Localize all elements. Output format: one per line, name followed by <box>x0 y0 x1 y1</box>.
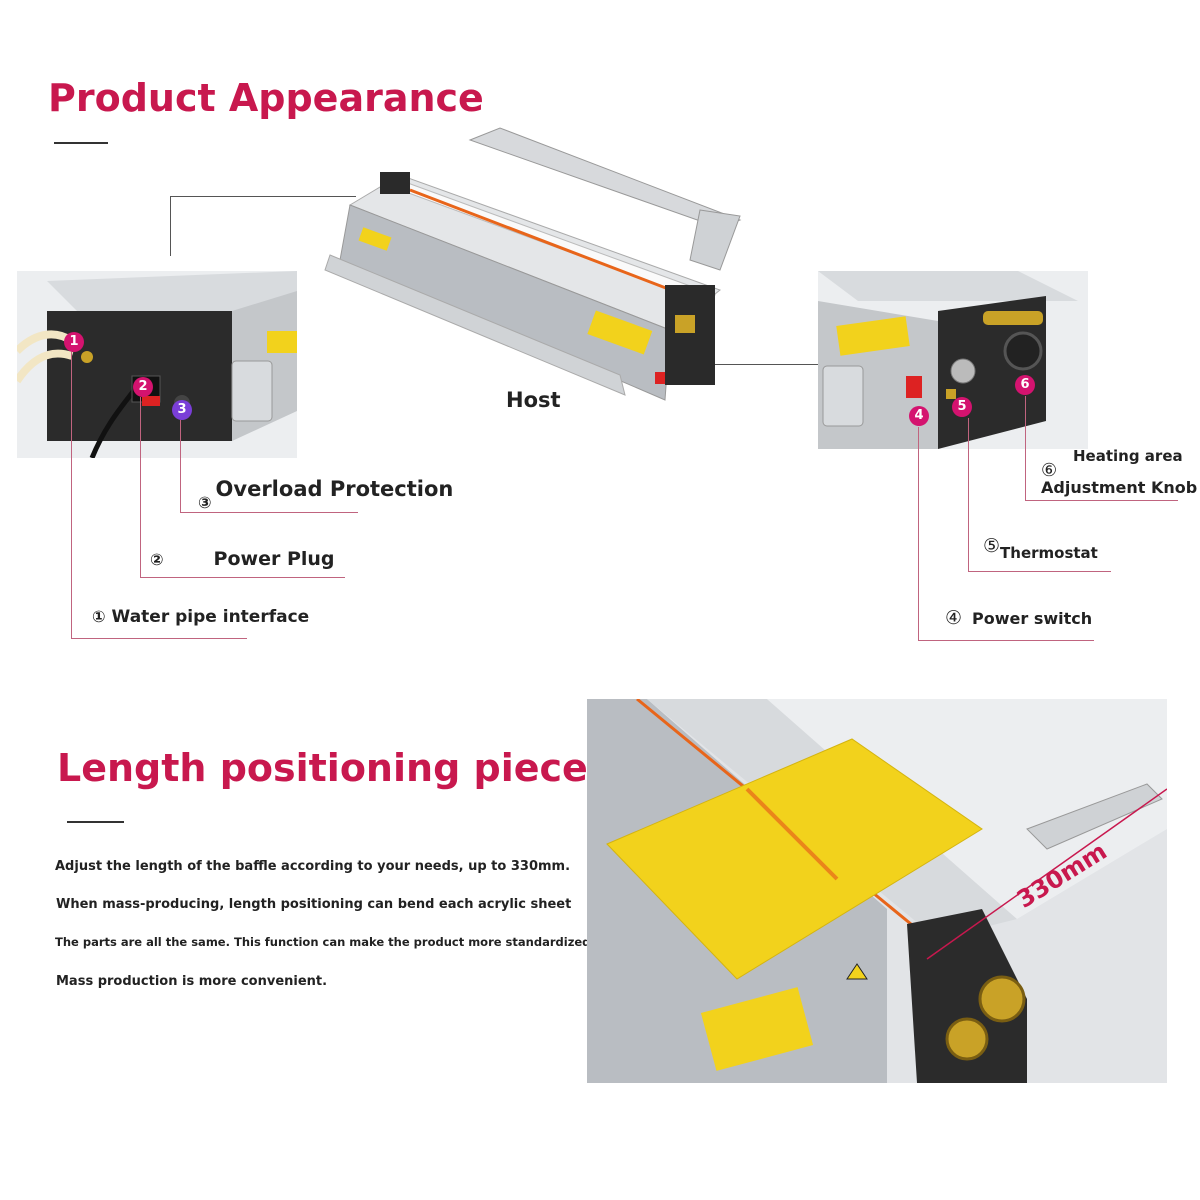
callout-leader-5 <box>968 418 969 571</box>
callout-heating-area-line2: Adjustment Knob <box>1041 478 1198 497</box>
callout-underline-1 <box>71 638 247 639</box>
pin-marker-4: 4 <box>909 406 929 426</box>
pin-marker-3: 3 <box>172 400 192 420</box>
description-line-1: Adjust the length of the baffle accordin… <box>55 859 571 874</box>
callout-label: Overload Protection <box>215 477 454 501</box>
host-label: Host <box>506 388 561 412</box>
pin-marker-5: 5 <box>952 397 972 417</box>
callout-underline-2 <box>140 577 345 578</box>
callout-label: Thermostat <box>1000 544 1098 562</box>
connector-line-left-vertical <box>170 196 171 256</box>
callout-heating-area-number: ⑥ <box>1041 460 1058 481</box>
rear-panel-left-image <box>17 271 297 458</box>
pin-marker-1: 1 <box>64 332 84 352</box>
callout-label: Water pipe interface <box>111 607 310 627</box>
section-title-length-positioning: Length positioning piece <box>57 746 588 790</box>
callout-thermostat: ⑤Thermostat <box>983 535 1098 562</box>
callout-leader-4 <box>918 427 919 640</box>
callout-number: ② <box>150 550 164 569</box>
section-title-product-appearance: Product Appearance <box>48 76 484 120</box>
title-underline <box>67 821 124 823</box>
callout-leader-3 <box>180 420 181 512</box>
callout-underline-5 <box>968 571 1111 572</box>
callout-leader-6 <box>1025 396 1026 500</box>
title-underline <box>54 142 108 144</box>
callout-underline-4 <box>918 640 1094 641</box>
callout-leader-1 <box>71 352 72 639</box>
control-panel-right-image <box>818 271 1088 449</box>
callout-number: ⑤ <box>983 535 1001 557</box>
callout-leader-2 <box>140 397 141 577</box>
connector-line-left <box>170 196 356 197</box>
pin-marker-6: 6 <box>1015 375 1035 395</box>
callout-number: ④ <box>945 607 963 629</box>
description-line-4: Mass production is more convenient. <box>56 974 328 989</box>
connector-line-right <box>665 364 820 365</box>
callout-underline-6 <box>1025 500 1178 501</box>
callout-power-switch: ④ Power switch <box>945 607 1092 629</box>
callout-power-plug: ② Power Plug <box>150 548 335 570</box>
callout-water-pipe-interface: ① Water pipe interface <box>92 607 309 627</box>
callout-overload-protection: ③Overload Protection <box>198 477 453 513</box>
length-positioning-detail-image <box>587 699 1167 1083</box>
callout-underline-3 <box>180 512 358 513</box>
callout-number: ① <box>92 607 106 626</box>
host-machine-image <box>324 127 742 401</box>
callout-number: ③ <box>198 493 212 512</box>
pin-marker-2: 2 <box>133 377 153 397</box>
callout-heating-area-line1: Heating area <box>1073 447 1183 465</box>
description-line-3: The parts are all the same. This functio… <box>55 935 654 949</box>
callout-label: Power Plug <box>213 548 335 570</box>
description-line-2: When mass-producing, length positioning … <box>56 897 572 912</box>
callout-label: Power switch <box>972 609 1093 628</box>
